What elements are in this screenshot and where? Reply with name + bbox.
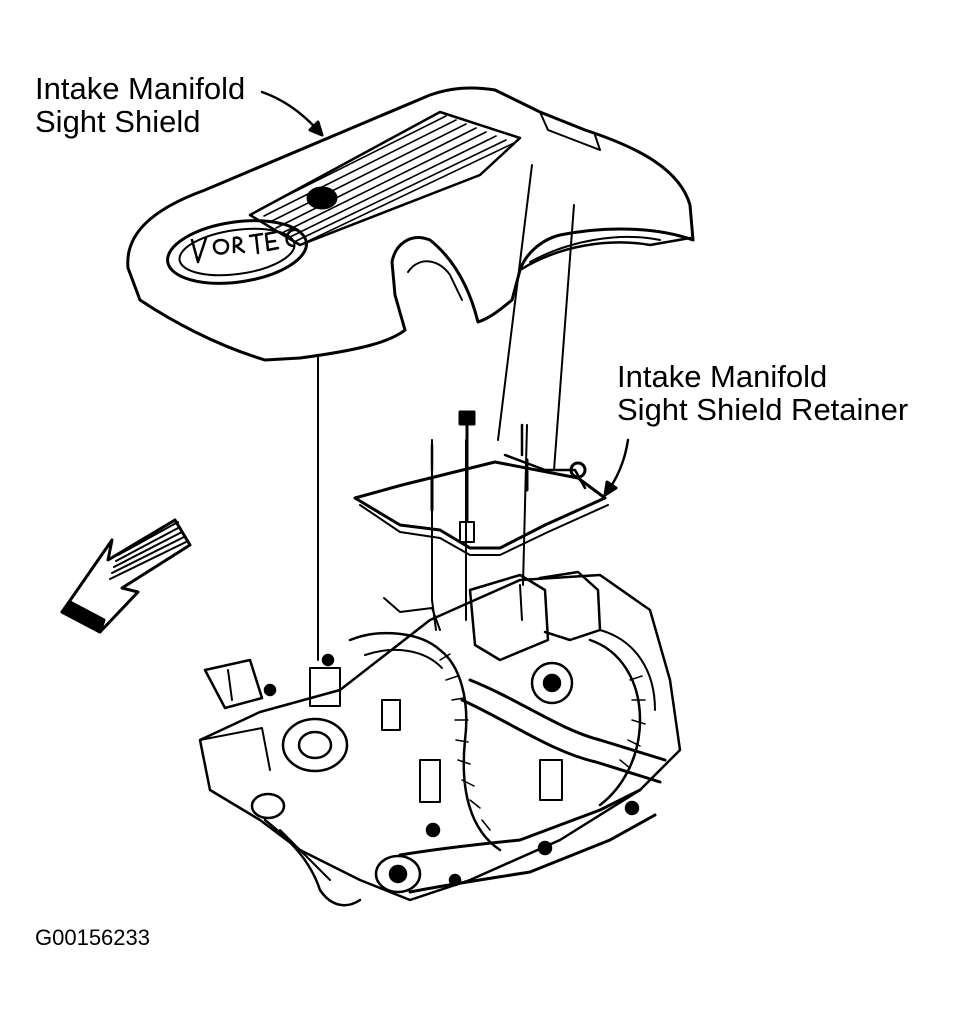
engine-intake-assembly: [198, 570, 682, 907]
retainer-label-line2: Sight Shield Retainer: [617, 392, 909, 427]
sight-shield-label-line2: Sight Shield: [35, 104, 201, 139]
sight-shield-cover: [126, 86, 695, 362]
retainer-leader: [603, 438, 630, 497]
sight-shield-label-line1: Intake Manifold: [35, 71, 246, 106]
sight-shield-leader: [260, 90, 324, 137]
retainer-bolt: [458, 410, 476, 522]
front-direction-arrow-icon: [60, 518, 192, 634]
figure-id: G00156233: [35, 925, 150, 950]
sight-shield-retainer: [353, 453, 609, 556]
retainer-label-line1: Intake Manifold: [617, 359, 828, 394]
vortec-logo: [166, 219, 308, 285]
retainer-studs: [430, 423, 524, 472]
alignment-lines: [317, 164, 575, 661]
